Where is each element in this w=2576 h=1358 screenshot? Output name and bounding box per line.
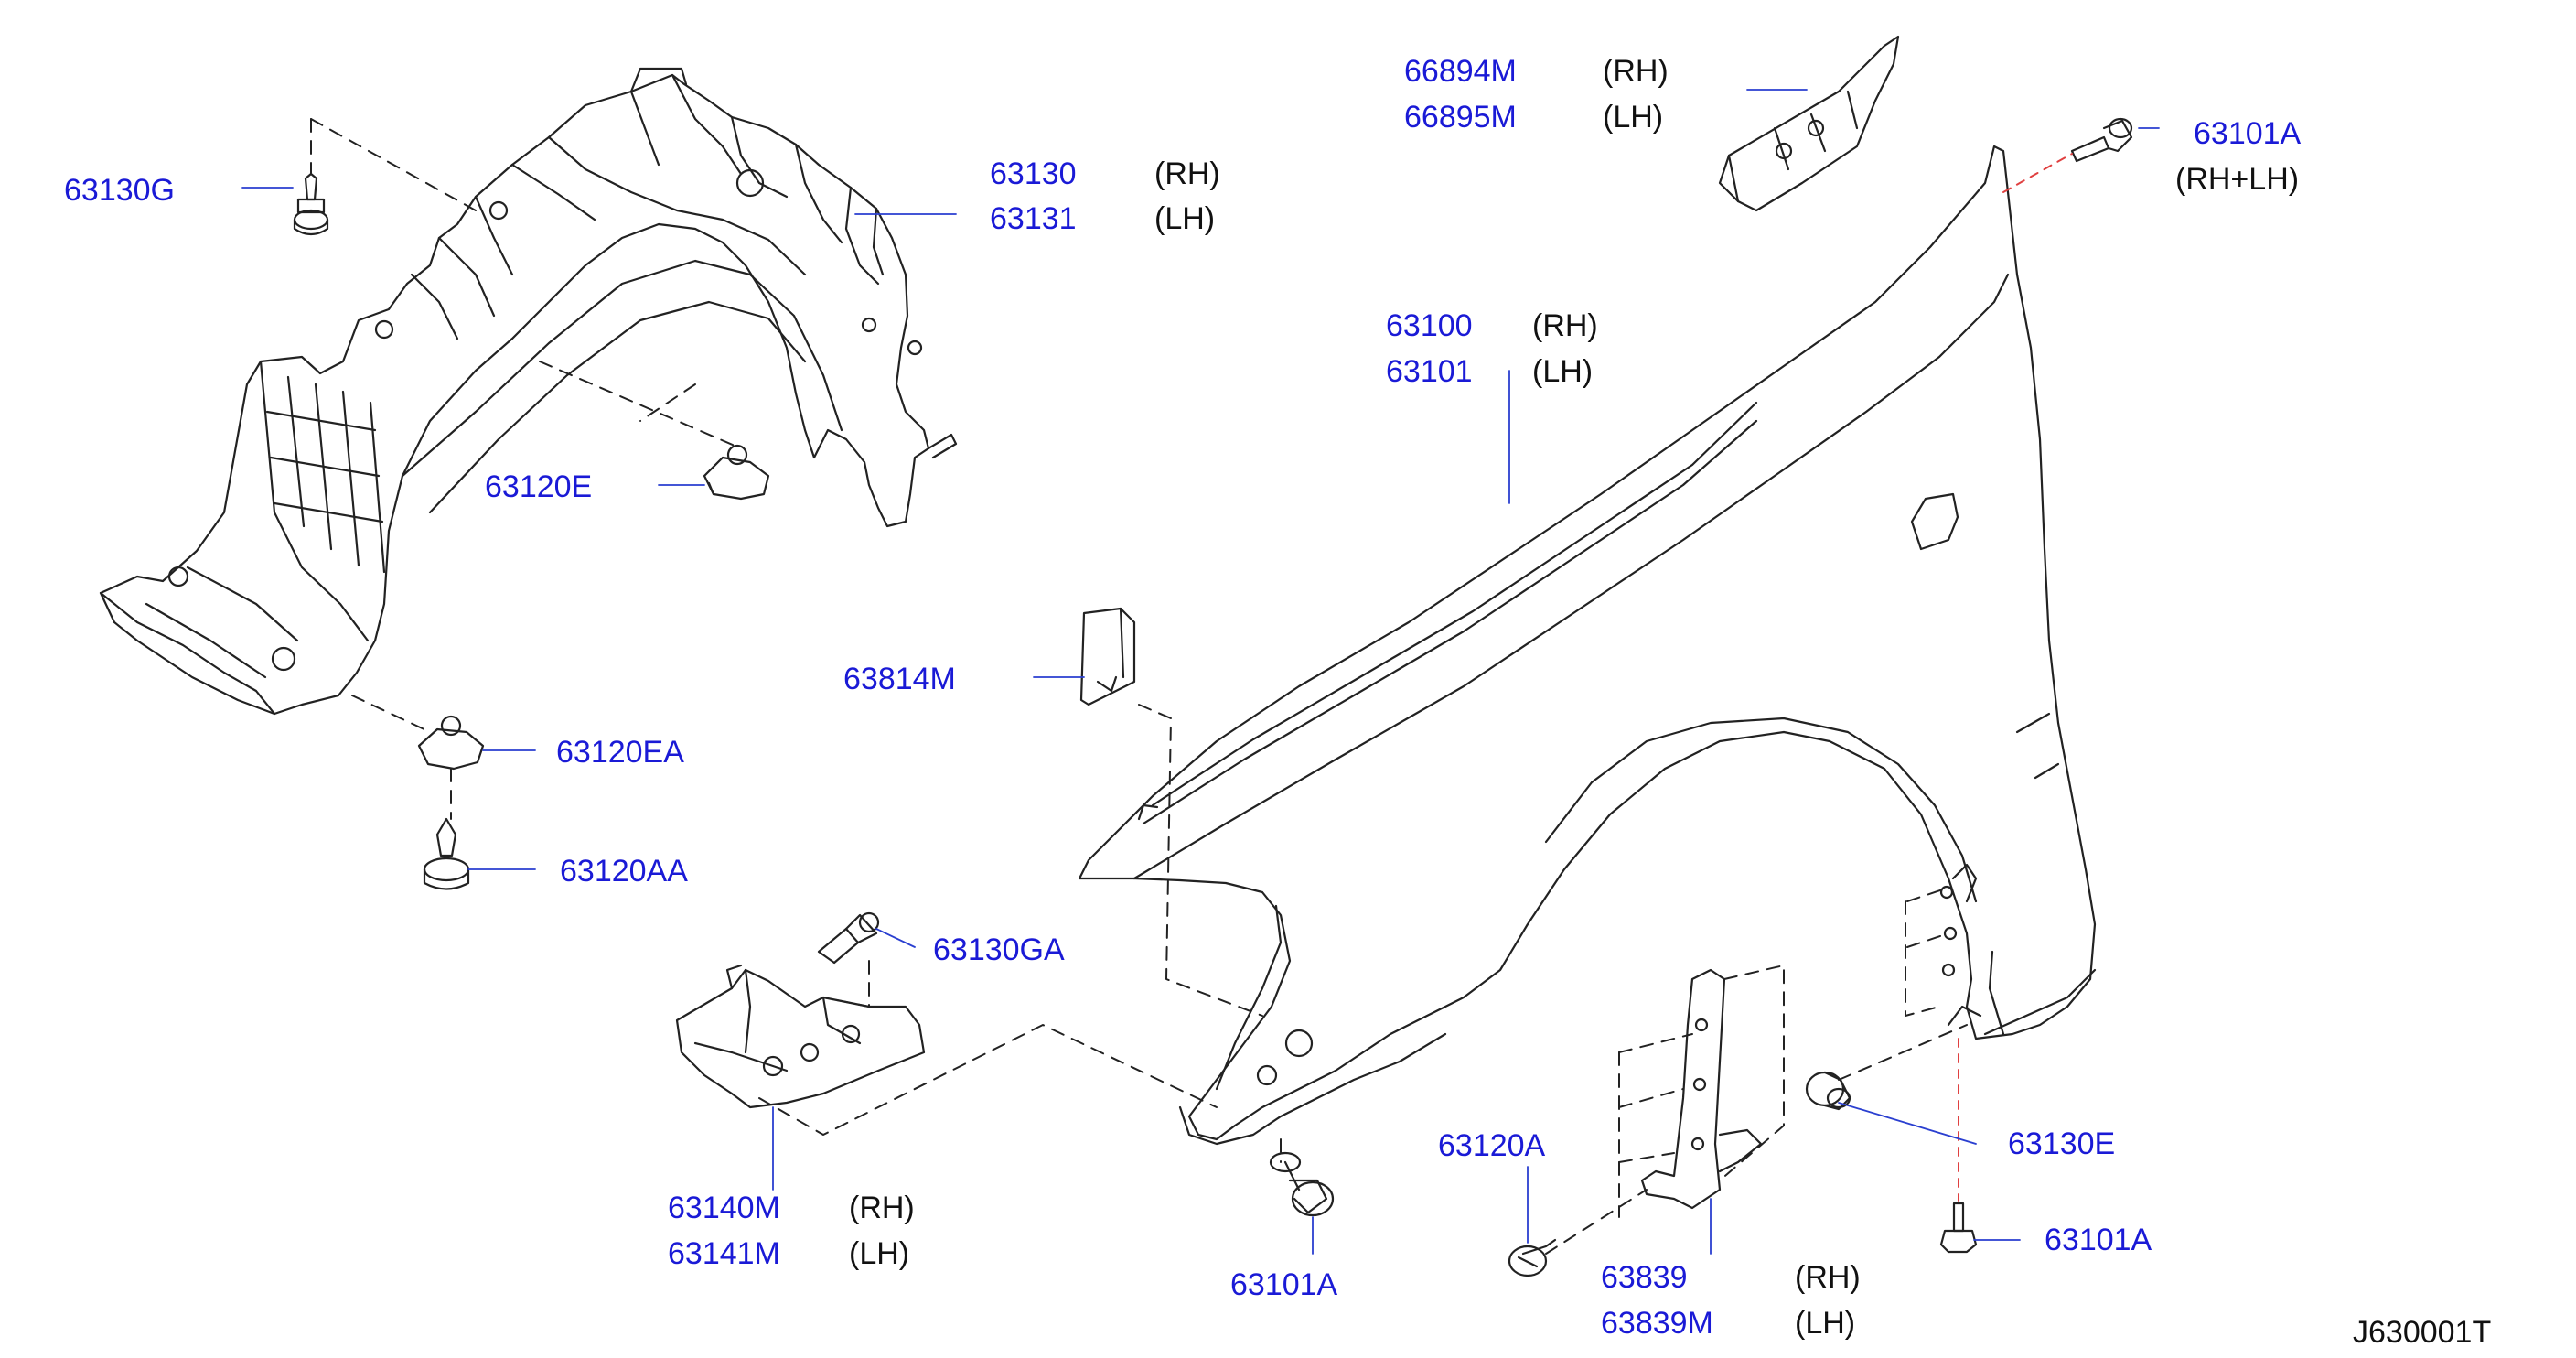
- part-number-63130: 63130: [990, 156, 1077, 191]
- clip-63130g: [293, 172, 329, 236]
- bracket-63814m: [1079, 607, 1136, 706]
- bracket-63839: [1640, 968, 1763, 1210]
- red-dashed-guides: [1958, 153, 2073, 1202]
- part-number-63839m: 63839M: [1601, 1306, 1713, 1341]
- part-number-63100: 63100: [1386, 308, 1473, 343]
- bolt-63101a-lower-center: [1269, 1151, 1335, 1217]
- part-number-63101a-lower-center: 63101A: [1230, 1267, 1338, 1302]
- part-number-63814m: 63814M: [843, 662, 956, 696]
- side-63131: (LH): [1154, 201, 1216, 236]
- part-number-63141m: 63141M: [668, 1236, 780, 1271]
- clip-63130ga: [817, 911, 880, 965]
- side-63839: (RH): [1795, 1260, 1861, 1295]
- side-63101: (LH): [1532, 354, 1594, 389]
- clip-63120ea: [417, 715, 485, 771]
- part-number-63101: 63101: [1386, 354, 1473, 389]
- part-number-63120ea: 63120EA: [556, 735, 684, 770]
- screw-63120a: [1508, 1238, 1557, 1277]
- part-number-63130e: 63130E: [2008, 1126, 2116, 1161]
- bracket-63140m: [675, 964, 926, 1109]
- part-number-63120e: 63120E: [485, 469, 593, 504]
- dashed-guide-lines: [310, 118, 1968, 1255]
- part-number-63101a-top: 63101A: [2194, 116, 2302, 151]
- side-66894m: (RH): [1603, 54, 1669, 89]
- side-63100: (RH): [1532, 308, 1598, 343]
- bolt-63101a-lower-right: [1939, 1202, 1978, 1254]
- diagram-code: J630001T: [2353, 1315, 2492, 1350]
- part-number-63131: 63131: [990, 201, 1077, 236]
- part-number-63130g: 63130G: [64, 173, 175, 208]
- part-number-63839: 63839: [1601, 1260, 1688, 1295]
- side-66895m: (LH): [1603, 100, 1664, 135]
- bolt-63101a-top: [2070, 117, 2133, 163]
- clip-63120e: [703, 444, 770, 501]
- side-63130: (RH): [1154, 156, 1220, 191]
- side-63839m: (LH): [1795, 1306, 1856, 1341]
- fender-liner: [99, 67, 958, 716]
- front-fender: [1078, 145, 2097, 1146]
- part-number-66894m: 66894M: [1404, 54, 1517, 89]
- side-63141m: (LH): [849, 1236, 910, 1271]
- part-number-66895m: 66895M: [1404, 100, 1517, 135]
- bracket-66894m: [1718, 35, 1900, 212]
- side-63140m: (RH): [849, 1191, 915, 1225]
- part-number-63140m: 63140M: [668, 1191, 780, 1225]
- side-63101a-top: (RH+LH): [2175, 162, 2300, 197]
- leader-lines: [242, 89, 2160, 1255]
- clip-63130e: [1805, 1071, 1852, 1111]
- screw-63120aa: [423, 817, 470, 890]
- part-number-63130ga: 63130GA: [933, 932, 1065, 967]
- part-number-63101a-lower-right: 63101A: [2045, 1223, 2152, 1257]
- part-number-63120aa: 63120AA: [560, 854, 688, 889]
- part-number-63120a: 63120A: [1438, 1128, 1546, 1163]
